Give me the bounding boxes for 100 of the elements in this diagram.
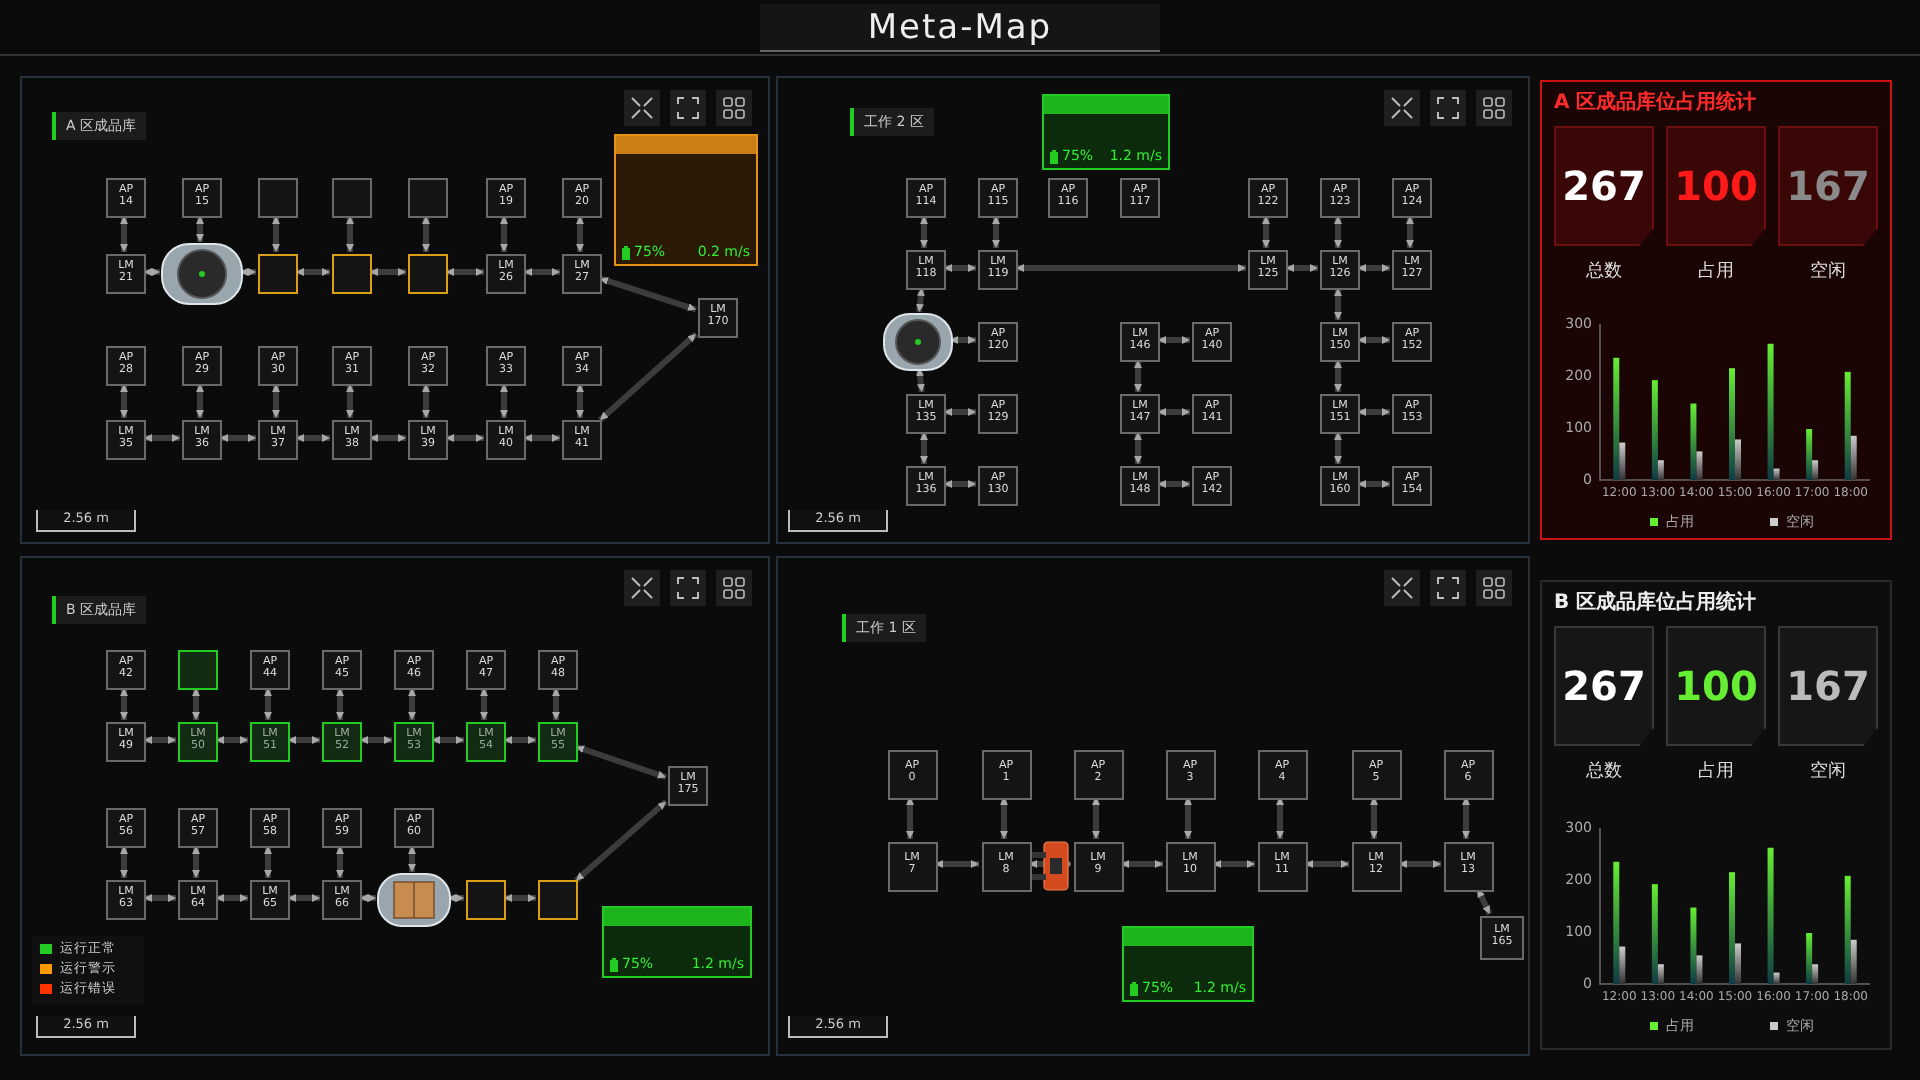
track-arrow bbox=[360, 894, 376, 902]
cargo-robot-drawing bbox=[378, 874, 450, 926]
track-arrow bbox=[1262, 216, 1270, 248]
track-arrow bbox=[992, 216, 1000, 248]
track-arrow bbox=[524, 268, 560, 276]
track-arrow bbox=[1462, 797, 1470, 839]
track-arrow bbox=[1158, 408, 1190, 416]
track-arrow bbox=[500, 384, 508, 418]
track-arrow bbox=[408, 688, 416, 720]
track-arrow bbox=[1134, 432, 1142, 464]
stat-card: 167 bbox=[1778, 626, 1878, 746]
track-arrow bbox=[220, 434, 256, 442]
robot-info-popup bbox=[602, 906, 752, 978]
track-arrow bbox=[296, 434, 330, 442]
track-arrow bbox=[1370, 797, 1378, 839]
track-arrow bbox=[575, 743, 667, 781]
track-arrow bbox=[346, 216, 354, 252]
track-arrow bbox=[144, 268, 160, 276]
stat-card: 100 bbox=[1666, 126, 1766, 246]
track-arrow bbox=[1092, 797, 1100, 839]
map-panel bbox=[20, 76, 770, 544]
track-arrow bbox=[192, 846, 200, 878]
track-arrow bbox=[336, 688, 344, 720]
station-box bbox=[258, 178, 298, 218]
stats-panel bbox=[1540, 80, 1892, 540]
track-arrow bbox=[1399, 860, 1441, 868]
track-arrow bbox=[944, 480, 976, 488]
track-arrow bbox=[1158, 336, 1190, 344]
track-arrow bbox=[524, 434, 560, 442]
track-arrow bbox=[552, 688, 560, 720]
track-arrow bbox=[920, 216, 928, 248]
station-box bbox=[178, 650, 218, 690]
track-arrow bbox=[906, 797, 914, 839]
track-arrow bbox=[920, 432, 928, 464]
stats-panel bbox=[1540, 580, 1892, 1050]
track-arrow bbox=[120, 846, 128, 878]
track-arrow bbox=[1358, 336, 1390, 344]
track-arrow bbox=[1334, 360, 1342, 392]
track-arrow bbox=[916, 367, 925, 393]
track-arrow bbox=[1286, 264, 1318, 272]
stat-card: 267 bbox=[1554, 626, 1654, 746]
stat-label: 总数 bbox=[1584, 759, 1624, 784]
track-arrow bbox=[446, 434, 484, 442]
track-arrow bbox=[599, 275, 697, 313]
track-arrow bbox=[576, 384, 584, 418]
map-panel bbox=[776, 556, 1530, 1056]
track-arrow bbox=[504, 894, 536, 902]
track-arrow bbox=[1475, 887, 1493, 916]
robot-info-popup bbox=[1042, 94, 1170, 170]
track-arrow bbox=[1000, 797, 1008, 839]
track-arrow bbox=[1334, 432, 1342, 464]
track-arrow bbox=[1358, 408, 1390, 416]
track-arrow bbox=[422, 216, 430, 252]
stat-card: 167 bbox=[1778, 126, 1878, 246]
track-arrow bbox=[950, 336, 976, 344]
track-arrow bbox=[408, 846, 416, 872]
track-arrow bbox=[296, 268, 330, 276]
robot-info-popup bbox=[1122, 926, 1254, 1002]
stat-label: 占用 bbox=[1696, 259, 1736, 284]
track-arrow bbox=[120, 216, 128, 252]
track-arrow bbox=[1276, 797, 1284, 839]
track-arrow bbox=[432, 736, 464, 744]
robot-drawing bbox=[162, 244, 242, 304]
track-arrow bbox=[944, 408, 976, 416]
station-box bbox=[258, 254, 298, 294]
track-arrow bbox=[272, 384, 280, 418]
panel-title: B 区成品库位占用统计 bbox=[1554, 588, 1757, 616]
station-box bbox=[408, 178, 448, 218]
track-arrow bbox=[1016, 264, 1246, 272]
stat-card: 100 bbox=[1666, 626, 1766, 746]
track-arrow bbox=[1406, 216, 1414, 248]
track-arrow bbox=[944, 264, 976, 272]
track-arrow bbox=[144, 894, 176, 902]
track-arrow bbox=[196, 384, 204, 418]
track-arrow bbox=[1358, 264, 1390, 272]
track-arrow bbox=[192, 688, 200, 720]
track-arrow bbox=[216, 736, 248, 744]
station-box bbox=[332, 254, 372, 294]
stat-label: 总数 bbox=[1584, 259, 1624, 284]
stat-card: 267 bbox=[1554, 126, 1654, 246]
track-arrow bbox=[1158, 480, 1190, 488]
track-arrow bbox=[120, 688, 128, 720]
station-box bbox=[332, 178, 372, 218]
track-arrow bbox=[916, 287, 925, 313]
page-title: Meta-Map bbox=[760, 4, 1160, 52]
track-arrow bbox=[576, 216, 584, 252]
track-arrow bbox=[370, 434, 406, 442]
track-arrow bbox=[360, 736, 392, 744]
track-arrow bbox=[1334, 288, 1342, 320]
stat-label: 空闲 bbox=[1808, 259, 1848, 284]
track-arrow bbox=[120, 384, 128, 418]
track-arrow bbox=[422, 384, 430, 418]
station-box bbox=[408, 254, 448, 294]
track-arrow bbox=[935, 860, 979, 868]
track-arrow bbox=[500, 216, 508, 252]
panel-title: A 区成品库位占用统计 bbox=[1554, 88, 1757, 116]
track-arrow bbox=[272, 216, 280, 252]
track-arrow bbox=[598, 331, 698, 423]
track-arrow bbox=[1121, 860, 1163, 868]
stat-label: 占用 bbox=[1696, 759, 1736, 784]
